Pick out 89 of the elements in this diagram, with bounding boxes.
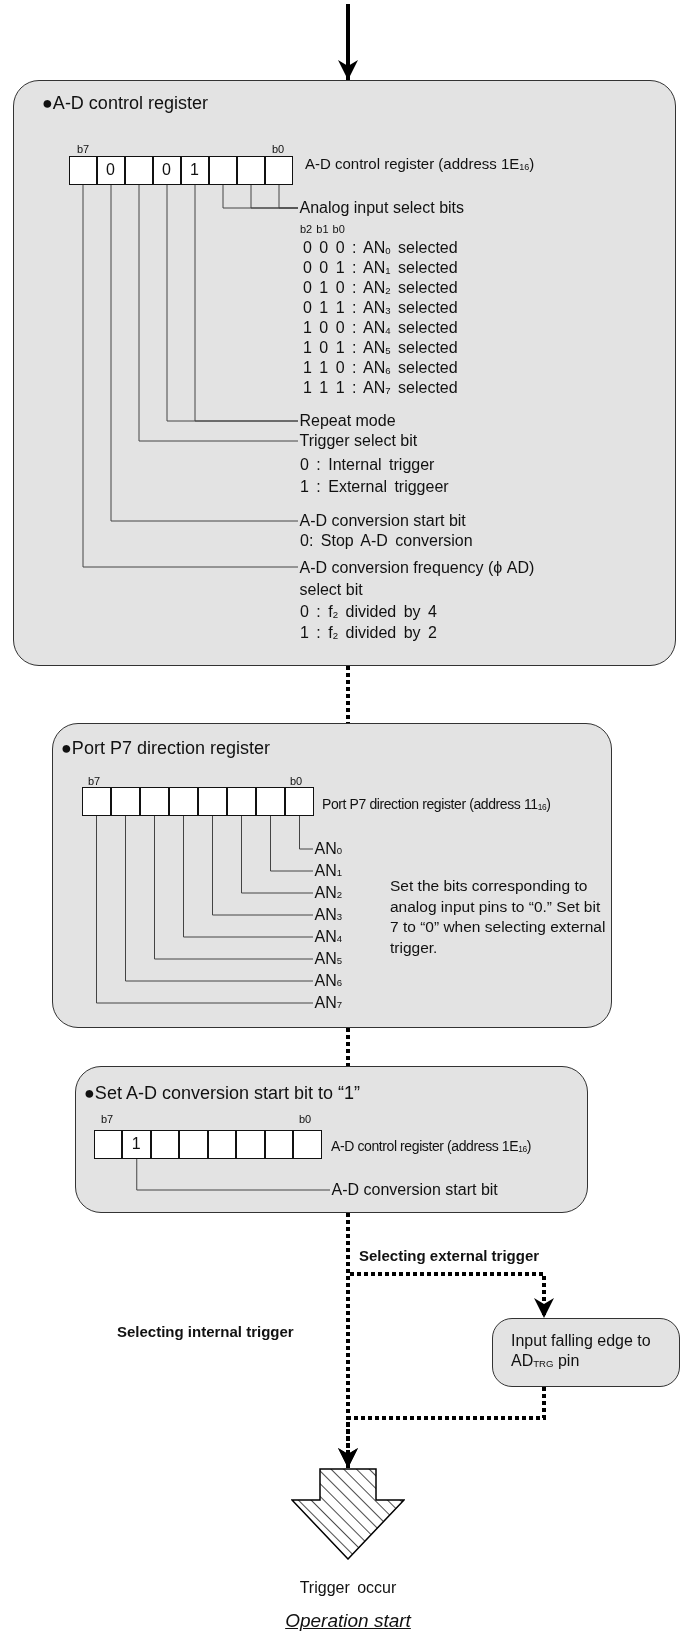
note-text: Set the bits corresponding to analog input pins to “0.” Set bit 7 to “0” when selecting external trigger.	[390, 876, 607, 958]
dotted-flow-line	[346, 1028, 350, 1066]
register-bit-cell	[93, 1129, 122, 1159]
bit-setting-text: 0 : Internal trigger	[300, 455, 435, 475]
bit-description: A-D conversion start bit	[331, 1179, 532, 1200]
register-bit-cell	[81, 786, 111, 816]
process-box: Input falling edge to AD$_{TRG}$ pin	[492, 1318, 680, 1387]
bit-description: Trigger select bit	[299, 430, 450, 451]
register-bit-cell	[226, 786, 256, 816]
register-bit-cell: 0	[96, 155, 125, 185]
bit-setting-text: 1 0 1 : AN$_{5}$ selected	[303, 338, 458, 358]
leader-line	[82, 184, 299, 568]
bit-setting-text: 0: Stop A-D conversion	[300, 531, 473, 551]
register-bit-cell	[255, 786, 285, 816]
dotted-flow-arrow	[338, 1387, 546, 1468]
pin-label: AN$_{1}$	[314, 860, 355, 881]
bit-number: b0	[272, 143, 285, 155]
register-bit-cell	[179, 1129, 208, 1159]
leader-line	[136, 1158, 331, 1191]
panel-title: ●A-D control register	[42, 93, 208, 113]
register-caption: A-D control register (address 1E$_{16}$)	[305, 154, 535, 174]
register-panel	[75, 1066, 588, 1213]
pin-label: AN$_{2}$	[314, 882, 355, 903]
register-bit-cell	[208, 155, 237, 185]
register-bit-cell	[207, 1129, 236, 1159]
leader-line	[154, 815, 314, 960]
leader-line	[241, 815, 314, 894]
register-bit-cell	[197, 786, 227, 816]
bit-description: Analog input select bits	[299, 197, 500, 218]
register-bit-cell	[168, 786, 198, 816]
pin-label: AN$_{5}$	[314, 948, 355, 969]
leader-line	[183, 815, 314, 938]
bit-description: Repeat mode	[299, 410, 420, 431]
leader-line	[278, 184, 299, 209]
register-bit-cell	[293, 1129, 322, 1159]
caption: Operation start	[284, 1610, 413, 1632]
register-bit-cell: 1	[180, 155, 209, 185]
register-bit-cell	[124, 155, 153, 185]
bit-setting-text: 0 1 1 : AN$_{3}$ selected	[303, 298, 458, 318]
leader-line	[125, 815, 314, 982]
register-bit-cell	[264, 155, 293, 185]
register-bit-cell	[236, 155, 265, 185]
bit-setting-text: 0 1 0 : AN$_{2}$ selected	[303, 278, 458, 298]
dotted-flow-line	[346, 666, 350, 723]
bit-setting-text: 1 1 1 : AN$_{7}$ selected	[303, 378, 458, 398]
pin-label: AN$_{3}$	[314, 904, 355, 925]
bit-setting-text: 0 : f$_{2}$ divided by 4	[300, 602, 437, 622]
register-bit-cell	[110, 786, 140, 816]
register-bit-cell	[264, 1129, 293, 1159]
leader-line	[194, 184, 299, 422]
bit-setting-text: 1 : External triggeer	[300, 477, 449, 497]
bit-setting-text: 0 0 0 : AN$_{0}$ selected	[303, 238, 458, 258]
leader-line	[110, 184, 299, 522]
leader-line	[270, 815, 314, 872]
panel-title: ●Port P7 direction register	[61, 738, 270, 758]
bit-setting-text: 1 0 0 : AN$_{4}$ selected	[303, 318, 458, 338]
register-bit-cell	[139, 786, 169, 816]
hatched-arrow	[291, 1468, 405, 1560]
leader-line	[212, 815, 314, 916]
pin-label: AN$_{4}$	[314, 926, 355, 947]
bit-setting-text: 0 0 1 : AN$_{1}$ selected	[303, 258, 458, 278]
pin-label: AN$_{6}$	[314, 970, 355, 991]
bit-number: b7	[88, 775, 101, 787]
pin-label: AN$_{7}$	[314, 992, 355, 1013]
register-caption: A-D control register (address 1E$_{16}$)	[331, 1137, 531, 1156]
register-caption: Port P7 direction register (address 11$_{16}$)	[322, 795, 551, 814]
register-bit-cell	[68, 155, 97, 185]
result-text: Trigger occur	[298, 1578, 398, 1598]
bit-column-header: b2 b1 b0	[300, 222, 345, 236]
panel-title: ●Set A-D conversion start bit to “1”	[84, 1083, 360, 1103]
register-bit-cell	[150, 1129, 179, 1159]
bit-number: b7	[101, 1113, 114, 1125]
register-panel	[13, 80, 676, 666]
leader-line	[96, 815, 314, 1004]
bit-number: b7	[77, 143, 90, 155]
bit-setting-text: 1 1 0 : AN$_{6}$ selected	[303, 358, 458, 378]
bit-setting-text: 1 : f$_{2}$ divided by 2	[300, 623, 437, 643]
register-bit-cell	[236, 1129, 265, 1159]
bit-number: b0	[290, 775, 303, 787]
bit-number: b0	[299, 1113, 312, 1125]
bit-description: A-D conversion start bit	[299, 510, 500, 531]
register-bit-cell: 1	[122, 1129, 151, 1159]
flow-arrow	[338, 4, 358, 80]
register-bit-cell	[284, 786, 314, 816]
register-bit-cell: 0	[152, 155, 181, 185]
register-panel	[52, 723, 612, 1028]
pin-label: AN$_{0}$	[314, 838, 355, 859]
leader-line	[299, 815, 314, 850]
leader-line	[138, 184, 299, 442]
